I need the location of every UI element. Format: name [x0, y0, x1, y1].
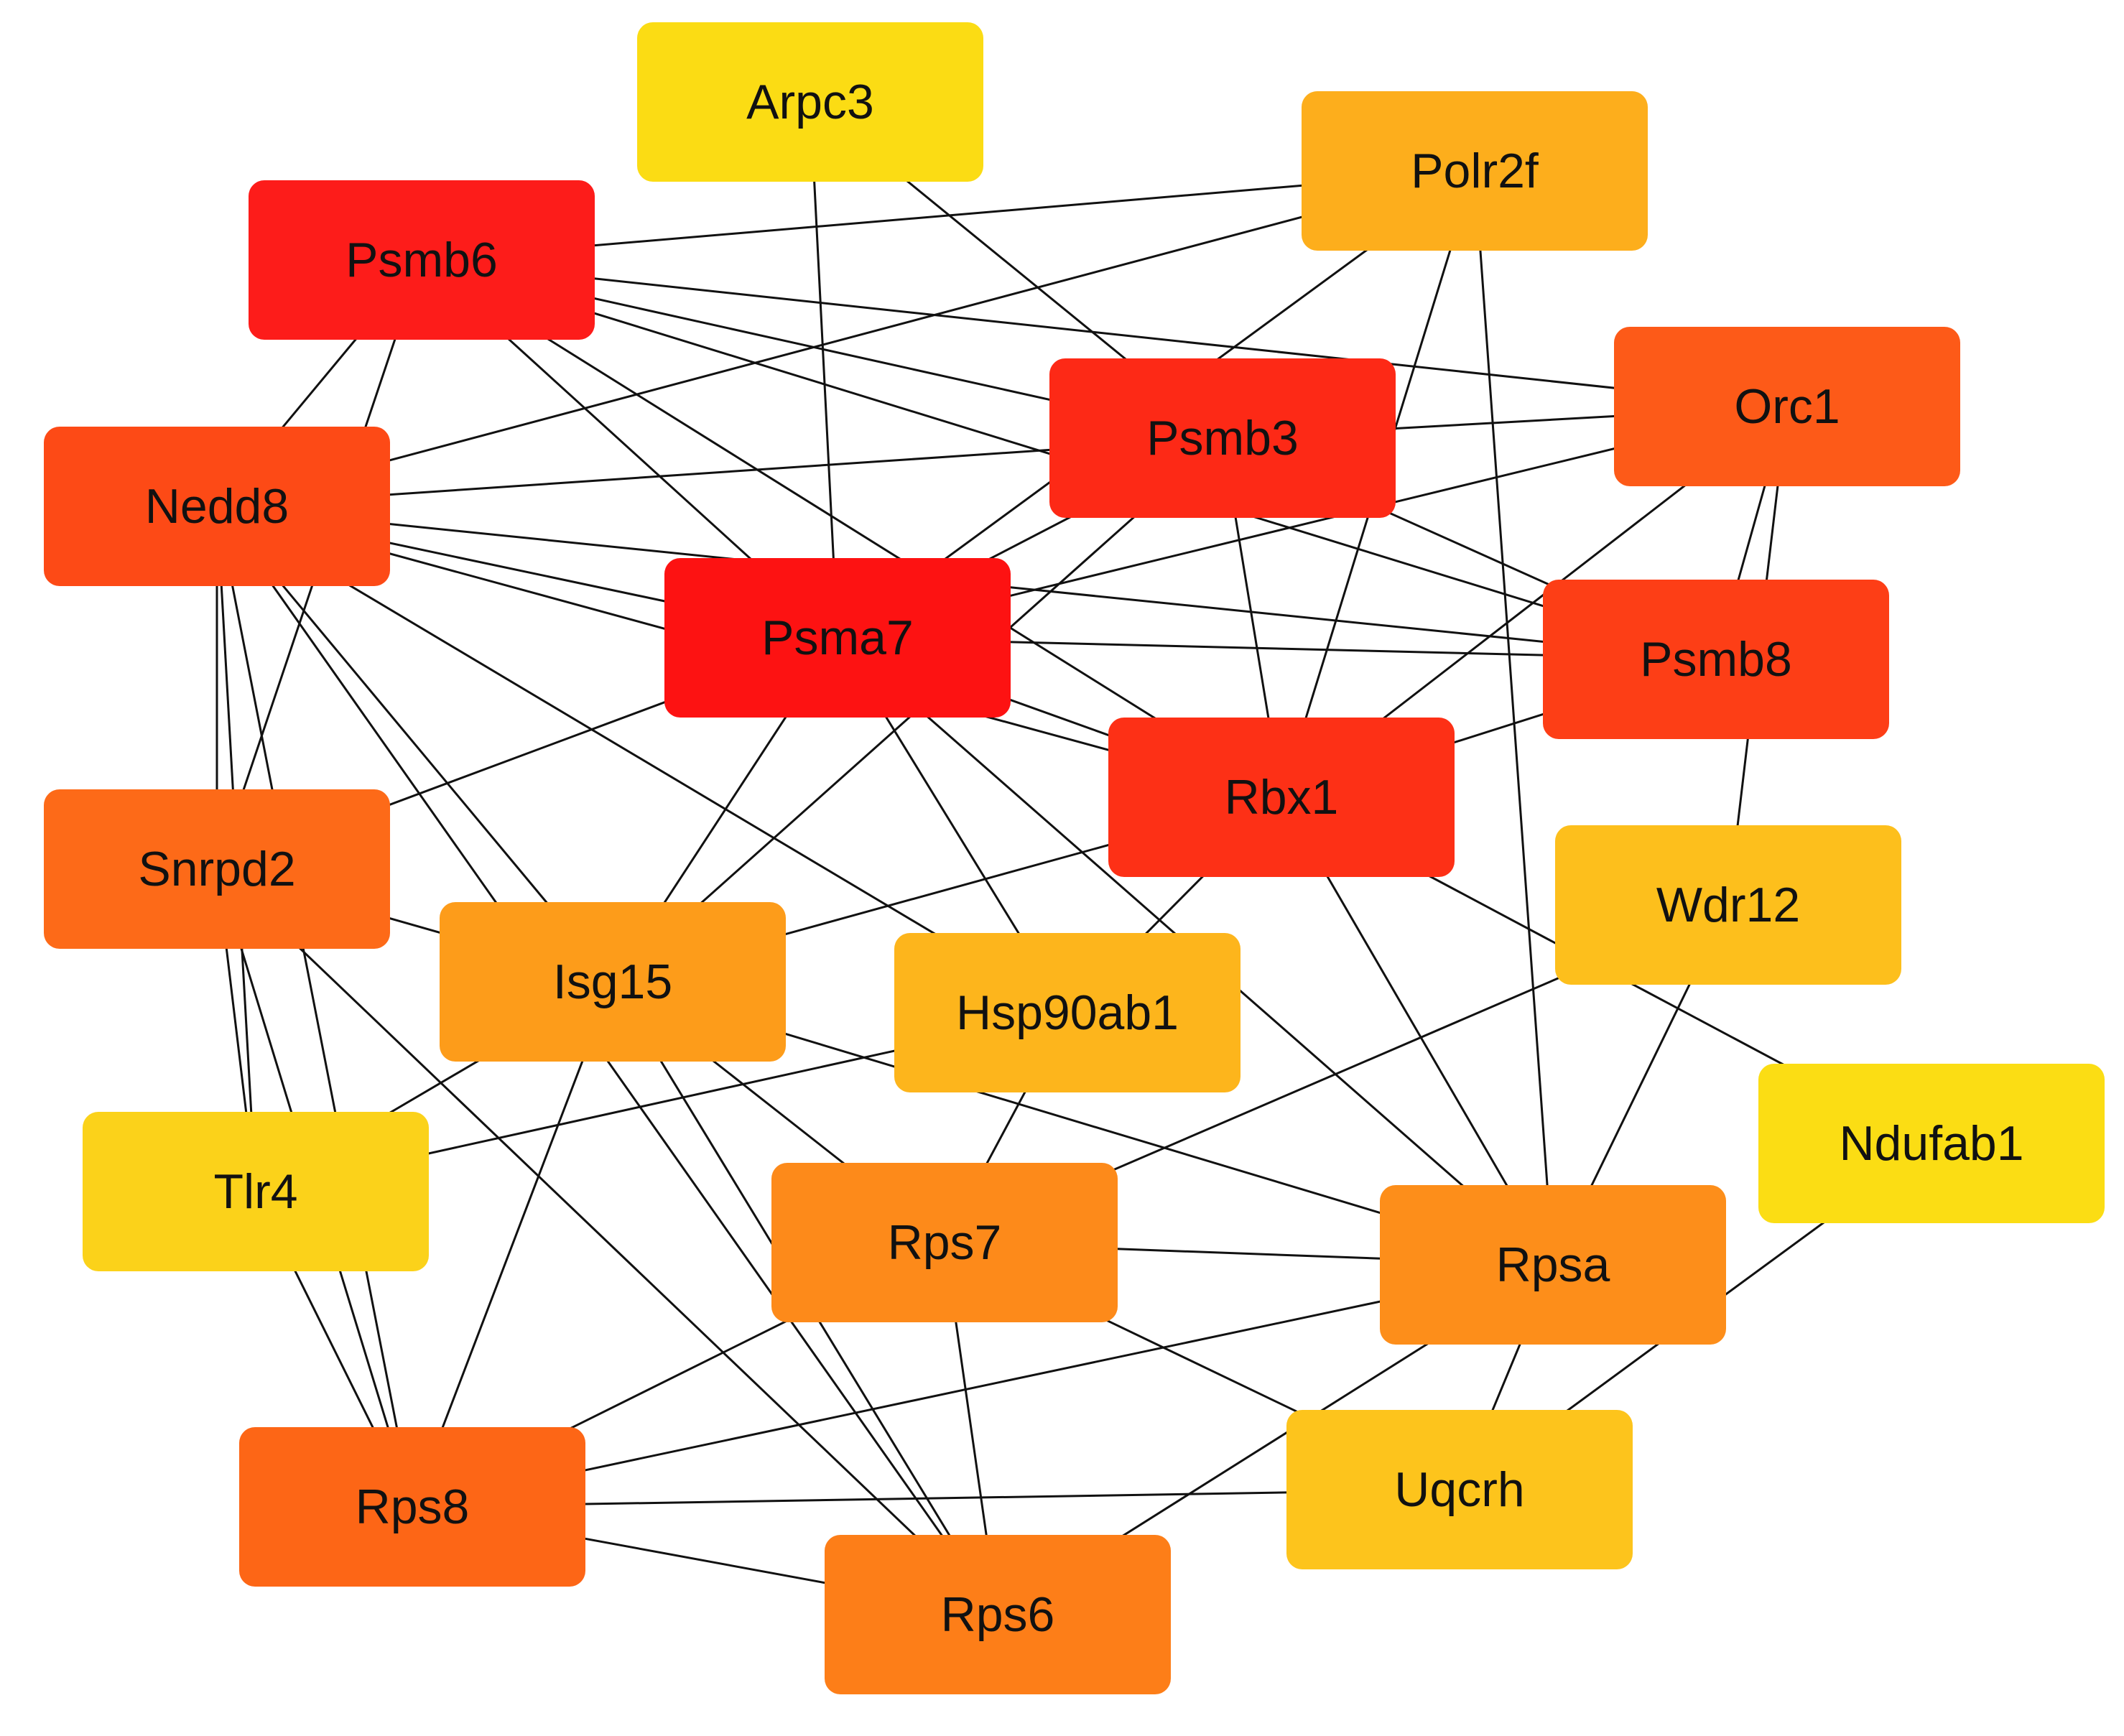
node-psmb8[interactable]: Psmb8 — [1543, 580, 1889, 739]
node-label: Nedd8 — [145, 479, 289, 534]
node-label: Psmb6 — [346, 233, 498, 287]
node-tlr4[interactable]: Tlr4 — [83, 1112, 429, 1271]
node-box — [1302, 91, 1648, 251]
node-label: Wdr12 — [1656, 878, 1800, 932]
node-label: Rbx1 — [1225, 770, 1339, 825]
node-rpsa[interactable]: Rpsa — [1380, 1185, 1726, 1345]
node-rps8[interactable]: Rps8 — [239, 1427, 585, 1587]
node-label: Polr2f — [1411, 144, 1539, 198]
node-box — [44, 427, 390, 586]
node-ndufab1[interactable]: Ndufab1 — [1758, 1064, 2105, 1223]
node-rps7[interactable]: Rps7 — [771, 1163, 1118, 1322]
node-label: Uqcrh — [1394, 1462, 1524, 1517]
node-box — [825, 1535, 1171, 1694]
node-box — [83, 1112, 429, 1271]
node-label: Psma7 — [761, 611, 914, 665]
node-label: Ndufab1 — [1839, 1116, 2023, 1171]
edge-snrpd2-rps6 — [215, 868, 999, 1616]
node-label: Hsp90ab1 — [956, 985, 1179, 1040]
node-snrpd2[interactable]: Snrpd2 — [44, 789, 390, 949]
edge-polr2f-psmb6 — [421, 170, 1475, 261]
node-polr2f[interactable]: Polr2f — [1302, 91, 1648, 251]
node-box — [1286, 1410, 1633, 1569]
node-label: Snrpd2 — [138, 842, 295, 896]
node-box — [637, 22, 983, 182]
node-label: Rps8 — [356, 1480, 470, 1534]
node-box — [1614, 327, 1960, 486]
node-box — [1543, 580, 1889, 739]
node-psmb3[interactable]: Psmb3 — [1049, 358, 1396, 518]
node-arpc3[interactable]: Arpc3 — [637, 22, 983, 182]
node-isg15[interactable]: Isg15 — [440, 902, 786, 1062]
node-nedd8[interactable]: Nedd8 — [44, 427, 390, 586]
edge-polr2f-nedd8 — [216, 170, 1475, 508]
node-uqcrh[interactable]: Uqcrh — [1286, 1410, 1633, 1569]
edge-psmb6-rbx1 — [421, 259, 1282, 799]
edge-psmb6-orc1 — [421, 259, 1788, 408]
node-box — [440, 902, 786, 1062]
node-box — [1380, 1185, 1726, 1345]
edge-isg15-rps8 — [411, 981, 614, 1508]
edge-polr2f-rpsa — [1473, 170, 1554, 1266]
node-label: Tlr4 — [213, 1164, 297, 1219]
node-label: Isg15 — [553, 955, 672, 1009]
edge-nedd8-rps8 — [215, 506, 414, 1508]
node-label: Rpsa — [1496, 1238, 1610, 1292]
node-box — [44, 789, 390, 949]
edge-arpc3-psma7 — [809, 101, 839, 639]
node-hsp90ab1[interactable]: Hsp90ab1 — [894, 933, 1240, 1092]
node-box — [1555, 825, 1901, 985]
node-box — [894, 933, 1240, 1092]
node-box — [239, 1427, 585, 1587]
edge-rpsa-rps8 — [412, 1263, 1554, 1508]
node-label: Psmb8 — [1640, 632, 1792, 687]
node-box — [1108, 718, 1455, 877]
node-psma7[interactable]: Psma7 — [664, 558, 1011, 718]
node-orc1[interactable]: Orc1 — [1614, 327, 1960, 486]
node-label: Rps6 — [941, 1587, 1055, 1642]
edge-nedd8-hsp90ab1 — [216, 505, 1068, 1014]
node-wdr12[interactable]: Wdr12 — [1555, 825, 1901, 985]
node-psmb6[interactable]: Psmb6 — [249, 180, 595, 340]
node-box — [249, 180, 595, 340]
node-label: Arpc3 — [746, 75, 874, 129]
node-label: Orc1 — [1734, 379, 1840, 434]
node-label: Psmb3 — [1146, 411, 1299, 465]
edge-uqcrh-rps8 — [412, 1488, 1460, 1508]
node-label: Rps7 — [888, 1215, 1002, 1270]
node-box — [771, 1163, 1118, 1322]
node-rbx1[interactable]: Rbx1 — [1108, 718, 1455, 877]
node-box — [664, 558, 1011, 718]
node-rps6[interactable]: Rps6 — [825, 1535, 1171, 1694]
node-box — [1049, 358, 1396, 518]
node-box — [1758, 1064, 2105, 1223]
